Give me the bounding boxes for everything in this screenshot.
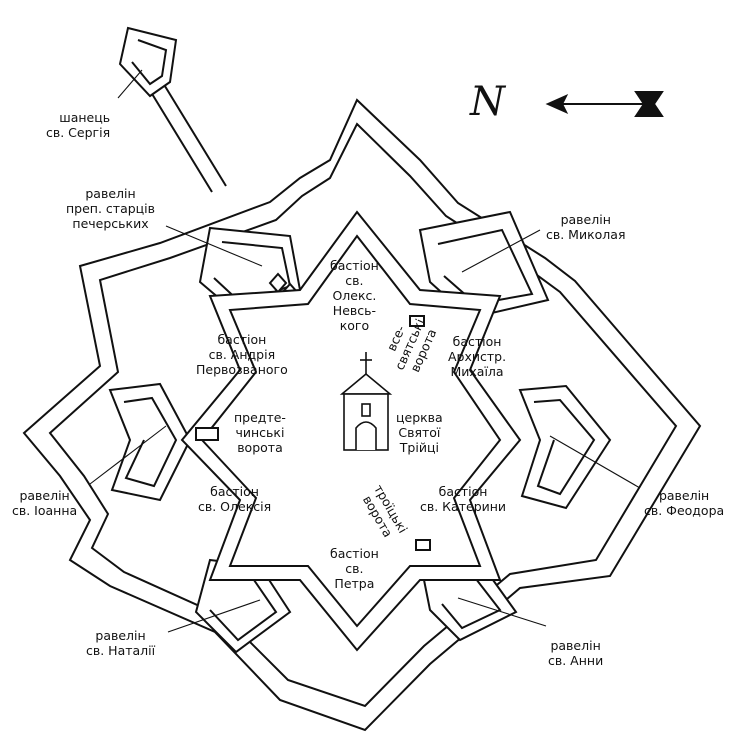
- church-door: [355, 421, 377, 450]
- leader-startsiv: [165, 225, 263, 267]
- label-shanets-sergiya: шанець св. Сергія: [46, 110, 110, 140]
- label-bastion-mykhaila: бастіон Архистр. Михаїла: [448, 334, 506, 379]
- label-line: Святої: [398, 425, 441, 440]
- compass-fletching: [634, 91, 664, 117]
- label-ravelin-anny: равелін св. Анни: [548, 638, 603, 668]
- label-line: св.: [345, 273, 364, 288]
- label-bastion-andriya: бастіон св. Андрія Первозваного: [196, 332, 288, 377]
- label-line: св. Андрія: [208, 347, 276, 362]
- label-line: ворота: [237, 440, 283, 455]
- label-line: преп. старців: [66, 201, 156, 216]
- label-line: бастіон: [452, 334, 502, 349]
- label-line: Невсь-: [332, 303, 377, 318]
- label-line: Архистр.: [448, 349, 507, 364]
- label-line: печерських: [72, 216, 149, 231]
- label-line: равелін: [560, 212, 611, 227]
- label-line: св.: [345, 561, 364, 576]
- label-line: св. Катерини: [420, 499, 507, 514]
- label-bastion-oleksiya: бастіон св. Олексія: [198, 484, 271, 514]
- label-line: бастіон: [438, 484, 488, 499]
- vsesvyatski-gate: [409, 315, 425, 327]
- label-line: Михаїла: [450, 364, 504, 379]
- label-ravelin-startsiv: равелін преп. старців печерських: [66, 186, 155, 231]
- label-ravelin-feodora: равелін св. Феодора: [644, 488, 724, 518]
- redoubt-diamond-1: [268, 272, 288, 294]
- shanets-stem-1: [159, 77, 227, 187]
- leader-anny: [457, 597, 547, 627]
- leader-shanets: [117, 69, 143, 99]
- label-ravelin-mykolaya: равелін св. Миколая: [546, 212, 625, 242]
- leader-lines: [89, 69, 641, 633]
- compass-n-letter: N: [470, 79, 505, 125]
- covered-way: [48, 122, 678, 708]
- shanets-head-inner: [131, 39, 168, 86]
- main-rampart-inner: [200, 234, 502, 628]
- label-line: чинські: [235, 425, 285, 440]
- label-predtechynski-vorota: предте- чинські ворота: [234, 410, 286, 455]
- label-line: равелін: [95, 628, 146, 643]
- label-line: бастіон: [330, 258, 379, 273]
- leader-feodora: [549, 435, 641, 489]
- label-line: бастіон: [210, 484, 259, 499]
- label-line: равелін: [550, 638, 601, 653]
- label-bastion-nevsky: бастіон св. Олекс. Невсь- кого: [330, 258, 379, 333]
- label-line: Олекс.: [332, 288, 377, 303]
- compass-arrowhead: [545, 93, 569, 115]
- shanets-head: [118, 26, 178, 98]
- church-window: [361, 403, 371, 417]
- label-ravelin-ioanna: равелін св. Іоанна: [12, 488, 77, 518]
- label-line: св. Олексія: [198, 499, 272, 514]
- label-line: кого: [339, 318, 370, 333]
- ravelin-feodora-inner: [533, 398, 596, 496]
- label-bastion-kateryny: бастіон св. Катерини: [420, 484, 506, 514]
- shanets-sergiya-outwork: [118, 26, 227, 193]
- label-line: св. Анни: [548, 653, 604, 668]
- label-line: св. Миколая: [546, 227, 626, 242]
- label-line: шанець: [59, 110, 111, 125]
- leader-natalii: [167, 599, 261, 633]
- label-line: предте-: [234, 410, 286, 425]
- predtechynski-gate: [195, 427, 219, 441]
- church-icon: [339, 352, 393, 451]
- label-line: равелін: [19, 488, 70, 503]
- label-line: св. Іоанна: [12, 503, 78, 518]
- shanets-stem-2: [145, 83, 213, 193]
- ravelin-ioanna-inner: [123, 396, 178, 488]
- label-line: св. Наталії: [86, 643, 156, 658]
- label-line: св. Феодора: [644, 503, 725, 518]
- label-line: бастіон: [217, 332, 267, 347]
- north-compass: [545, 91, 664, 117]
- label-ravelin-natalii: равелін св. Наталії: [86, 628, 155, 658]
- leader-mykolaya: [461, 229, 541, 273]
- troitski-gate: [415, 539, 431, 551]
- leader-ioanna: [89, 425, 167, 485]
- label-line: Первозваного: [196, 362, 288, 377]
- label-tserkva: церква Святої Трійці: [396, 410, 443, 455]
- label-line: Трійці: [399, 440, 439, 455]
- label-line: церква: [396, 410, 443, 425]
- label-line: св. Сергія: [46, 125, 111, 140]
- label-line: Петра: [334, 576, 375, 591]
- label-line: равелін: [85, 186, 136, 201]
- label-bastion-petra: бастіон св. Петра: [330, 546, 379, 591]
- label-line: равелін: [658, 488, 710, 503]
- label-line: бастіон: [330, 546, 379, 561]
